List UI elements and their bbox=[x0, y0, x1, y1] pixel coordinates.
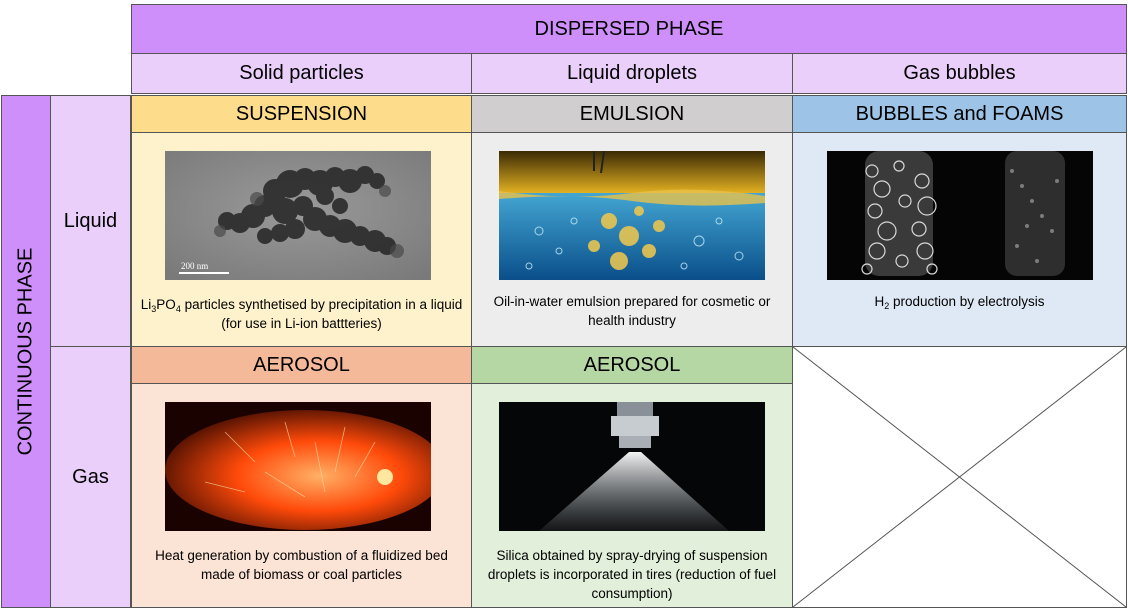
column-header-liquid: Liquid droplets bbox=[471, 53, 793, 94]
aerosol-solid-header: AEROSOL bbox=[131, 346, 472, 384]
column-label: Solid particles bbox=[239, 62, 364, 84]
suspension-caption: Li3PO4 particles synthetised by precipit… bbox=[140, 297, 463, 331]
aerosol-liquid-panel: Silica obtained by spray-drying of suspe… bbox=[471, 383, 793, 608]
emulsion-caption: Oil-in-water emulsion prepared for cosme… bbox=[493, 294, 771, 328]
emulsion-header: EMULSION bbox=[471, 95, 793, 133]
aerosol-solid-caption: Heat generation by combustion of a fluid… bbox=[155, 548, 448, 582]
suspension-tem-image: 200 nm bbox=[165, 151, 431, 280]
column-header-gas: Gas bubbles bbox=[792, 53, 1127, 94]
cell-title: SUSPENSION bbox=[235, 102, 368, 125]
emulsion-image bbox=[499, 151, 765, 280]
dispersed-phase-label: DISPERSED PHASE bbox=[534, 17, 724, 40]
cell-title: BUBBLES and FOAMS bbox=[855, 102, 1064, 125]
suspension-header: SUSPENSION bbox=[131, 95, 472, 133]
continuous-phase-label: CONTINUOUS PHASE bbox=[14, 247, 37, 456]
cell-title: EMULSION bbox=[579, 102, 685, 125]
continuous-phase-header: CONTINUOUS PHASE bbox=[1, 95, 51, 608]
empty-crossed-cell bbox=[792, 346, 1127, 608]
spray-nozzle-image bbox=[499, 402, 765, 531]
row-header-gas: Gas bbox=[50, 346, 131, 608]
cell-title: AEROSOL bbox=[253, 353, 350, 376]
row-label: Gas bbox=[72, 465, 109, 488]
dispersed-phase-header: DISPERSED PHASE bbox=[131, 4, 1127, 54]
aerosol-liquid-caption: Silica obtained by spray-drying of suspe… bbox=[487, 548, 777, 601]
fluidized-bed-image bbox=[165, 402, 431, 531]
row-header-liquid: Liquid bbox=[50, 95, 131, 347]
aerosol-solid-panel: Heat generation by combustion of a fluid… bbox=[131, 383, 472, 608]
scale-bar-label: 200 nm bbox=[181, 261, 208, 271]
row-label: Liquid bbox=[63, 209, 118, 232]
cell-title: AEROSOL bbox=[583, 353, 681, 376]
cross-lines bbox=[793, 347, 1126, 607]
column-label: Gas bubbles bbox=[903, 62, 1016, 84]
bubbles-panel: H2 production by electrolysis bbox=[792, 132, 1127, 347]
column-header-solid: Solid particles bbox=[131, 53, 472, 94]
suspension-panel: 200 nm Li3PO4 particles synthetised by p… bbox=[131, 132, 472, 347]
electrolysis-image bbox=[827, 151, 1093, 280]
emulsion-panel: Oil-in-water emulsion prepared for cosme… bbox=[471, 132, 793, 347]
column-label: Liquid droplets bbox=[566, 62, 698, 84]
aerosol-liquid-header: AEROSOL bbox=[471, 346, 793, 384]
bubbles-header: BUBBLES and FOAMS bbox=[792, 95, 1127, 133]
bubbles-caption: H2 production by electrolysis bbox=[874, 294, 1045, 311]
